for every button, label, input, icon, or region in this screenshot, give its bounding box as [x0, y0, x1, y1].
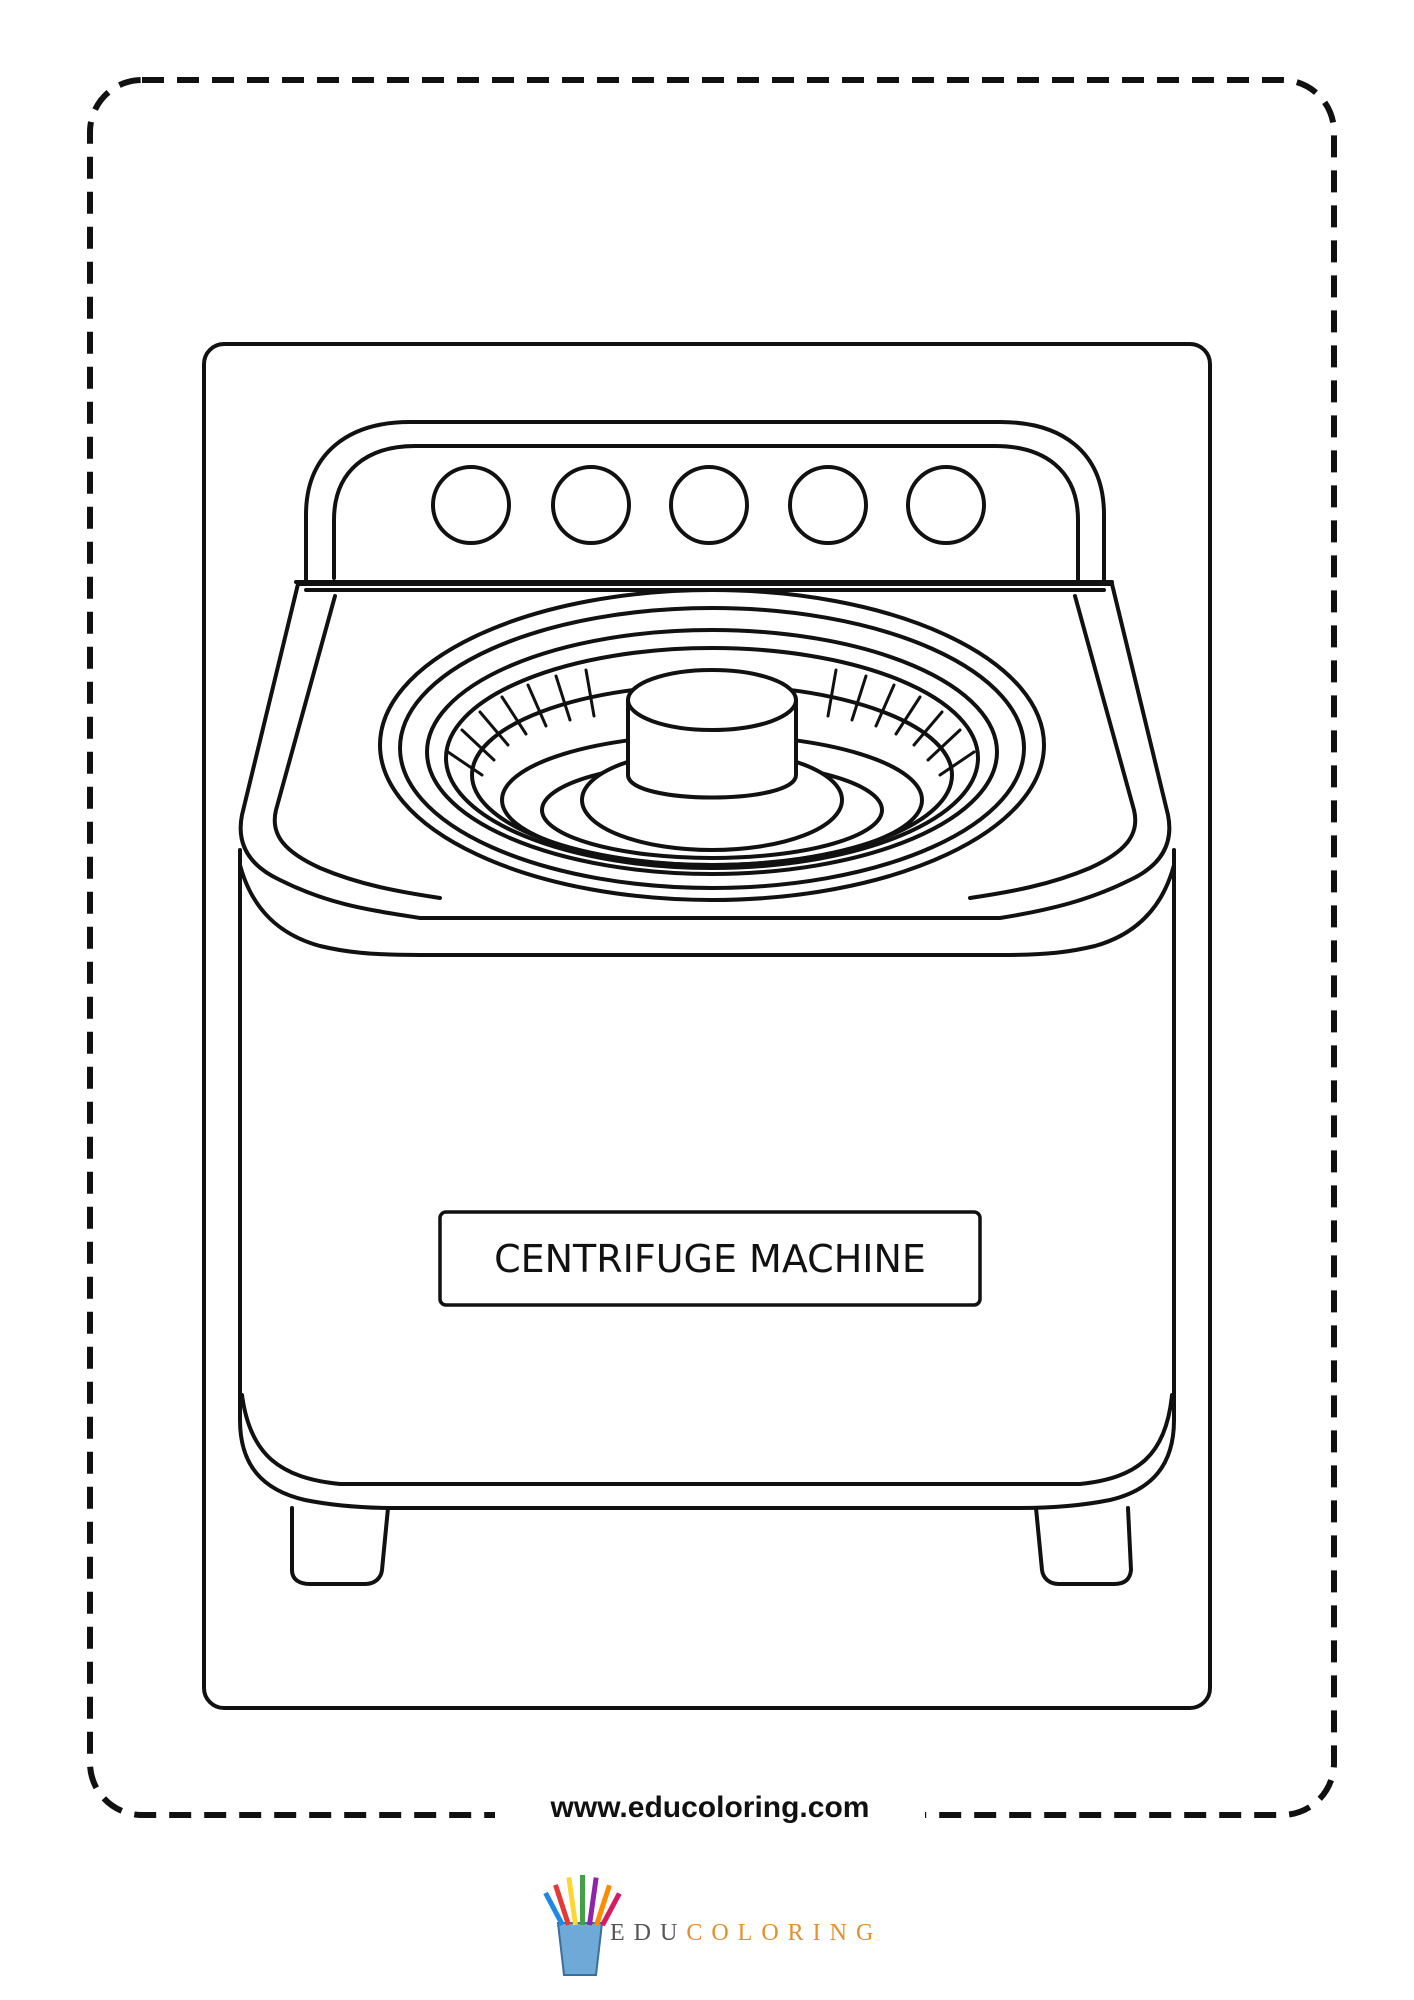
footer-website-url[interactable]: www.educoloring.com	[495, 1788, 925, 1828]
picture-frame	[202, 342, 1212, 1710]
control-knob	[906, 465, 986, 545]
top-deck-inner	[272, 594, 442, 900]
top-deck-inner	[968, 594, 1138, 900]
control-panel-inner	[332, 444, 1080, 582]
drum-outer-ring	[378, 588, 1046, 902]
logo-wordmark-edu: EDU	[610, 1920, 687, 1946]
body-bottom-band	[240, 1393, 1174, 1486]
name-plate	[438, 1210, 982, 1307]
control-knob	[788, 465, 868, 545]
logo-wordmark-coloring: COLORING	[686, 1920, 883, 1946]
logo-wordmark: EDUCOLORING	[610, 1918, 882, 1948]
machine-foot	[1034, 1506, 1133, 1586]
top-deck	[238, 582, 1172, 920]
control-knob	[551, 465, 631, 545]
drum-ring	[398, 606, 1026, 890]
control-panel	[304, 420, 1106, 584]
body-top-band	[238, 863, 1176, 957]
machine-body	[238, 848, 1176, 1510]
drum-ring	[425, 628, 999, 876]
control-knob	[431, 465, 511, 545]
control-knob	[669, 465, 749, 545]
pencil-cup-icon	[543, 1875, 622, 1976]
machine-foot	[290, 1506, 390, 1586]
rotor-spindle-top	[626, 668, 798, 732]
drum-slots	[446, 668, 976, 777]
drum-ring	[444, 646, 980, 870]
educoloring-logo: EDUCOLORING	[535, 1880, 875, 1990]
name-plate-label: CENTRIFUGE MACHINE	[494, 1237, 926, 1281]
centrifuge-machine-icon	[238, 420, 1176, 1586]
